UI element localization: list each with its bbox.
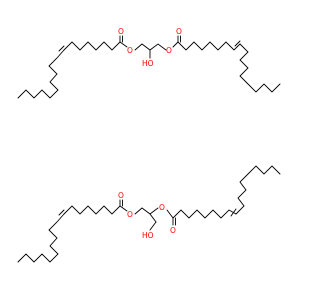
molecule-2-left-tail [17, 213, 65, 263]
molecule-1-left-tail [17, 49, 65, 99]
molecule-2-hydroxyl-bond [149, 221, 157, 231]
molecule-2-glycerol [134, 207, 157, 223]
molecule-1-right-ester-bond [172, 41, 179, 48]
molecule-2-left-acyl-chain [63, 205, 128, 215]
molecule-2-carbonyl-o-right: O [170, 226, 176, 235]
molecule-1-left-double-bond [58, 45, 65, 52]
molecule-2-ester-right-link [149, 207, 159, 215]
molecule-1: O O HO O O [17, 27, 281, 99]
molecule-1-glycerol [134, 43, 167, 51]
molecule-2-ester-o-right: O [159, 203, 165, 212]
molecule-1-right-acyl-chain [177, 41, 241, 51]
molecule-2: O O HO O O [17, 165, 281, 263]
molecule-1-ester-o-right: O [166, 46, 172, 55]
molecule-2-left-double-bond [58, 209, 65, 216]
molecule-1-carbonyl-o-left: O [118, 27, 124, 36]
molecule-2-ester-o-left: O [127, 210, 133, 219]
molecule-2-right-acyl-chain [172, 209, 237, 219]
molecule-1-hydroxyl: HO [142, 59, 154, 68]
molecule-2-right-double-bond [230, 208, 237, 217]
structure-canvas: O O HO O O O O HO O O [17, 27, 281, 263]
molecule-2-hydroxyl: HO [142, 231, 154, 240]
molecule-1-right-double-bond [234, 40, 241, 47]
molecule-2-right-ester-bond [166, 209, 174, 219]
molecule-1-left-acyl-chain [63, 41, 128, 51]
molecule-1-right-tail [239, 43, 281, 93]
molecule-1-ester-o-left: O [127, 46, 133, 55]
molecule-1-carbonyl-o-right: O [176, 27, 182, 36]
molecule-2-carbonyl-o-left: O [118, 191, 124, 200]
molecule-2-right-tail [235, 165, 281, 215]
